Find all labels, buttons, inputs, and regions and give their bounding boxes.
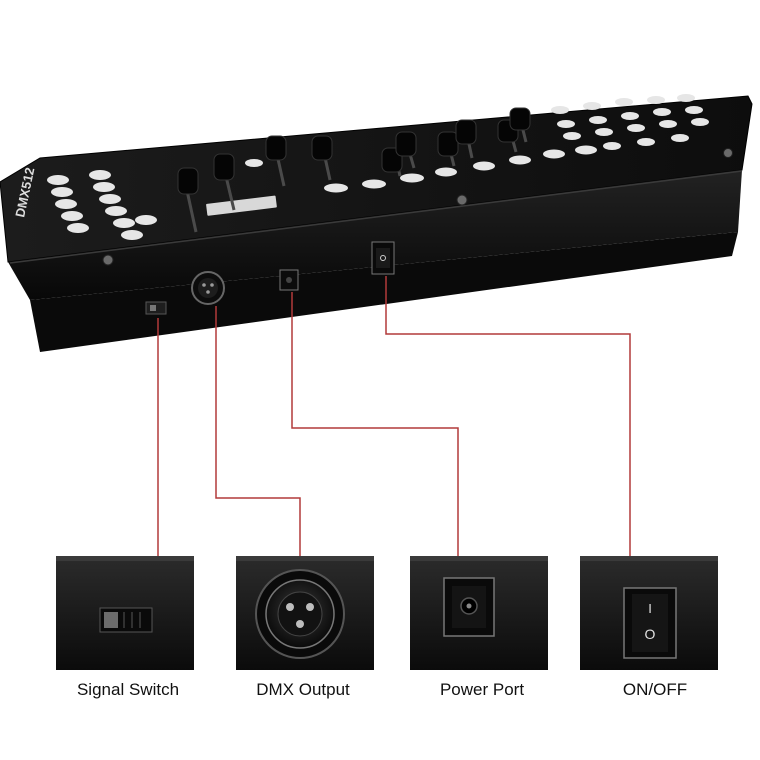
power-port-label: Power Port: [439, 680, 525, 699]
scanner-button-grid: [47, 170, 157, 240]
detail-box-dmx-output: [236, 556, 374, 670]
screw: [102, 254, 114, 266]
signal-switch-port: [145, 301, 167, 315]
rocker-on-mark: I: [648, 601, 652, 616]
lcd-display: [206, 195, 277, 216]
fader-knobs: [177, 107, 531, 195]
on-off-label: ON/OFF: [622, 680, 688, 699]
callout-line-power-port: [291, 292, 459, 560]
detail-box-signal-switch: [56, 556, 194, 670]
power-port: [279, 269, 299, 291]
rocker-switch-icon: I O: [623, 587, 677, 659]
dmx-controller-device: DMX512: [0, 94, 753, 352]
detail-box-power-port: [410, 556, 548, 670]
front-face: [8, 170, 742, 300]
dmx-output-port: [191, 271, 225, 305]
screw: [723, 148, 733, 158]
detail-box-on-off: I O: [580, 556, 718, 670]
rocker-off-mark: O: [645, 626, 656, 642]
right-keypad: [551, 94, 709, 150]
slide-switch-icon: [99, 607, 153, 633]
device-base: [30, 232, 738, 352]
function-buttons: [245, 145, 597, 193]
callout-line-dmx-output: [215, 306, 301, 560]
callout-line-on-off: [385, 276, 631, 560]
screw: [456, 194, 468, 206]
xlr-connector-icon: [255, 569, 345, 659]
signal-switch-label: Signal Switch: [76, 680, 180, 699]
callout-lines: [157, 276, 631, 560]
dc-jack-icon: [443, 577, 495, 637]
dmx-output-label: DMX Output: [256, 680, 350, 699]
on-off-port: [371, 241, 395, 275]
